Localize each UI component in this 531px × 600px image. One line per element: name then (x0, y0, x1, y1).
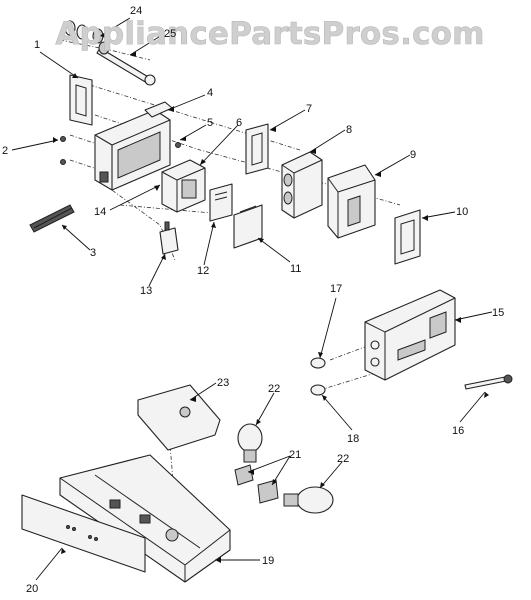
callout-7: 7 (306, 103, 312, 115)
part-23-shield (137, 384, 221, 451)
callout-1: 1 (34, 39, 40, 51)
part-19-tray (59, 454, 231, 583)
callout-25: 25 (164, 28, 176, 40)
part-18-knob (310, 384, 326, 396)
part-6-switch-housing (161, 159, 206, 213)
callout-2: 2 (2, 145, 8, 157)
part-20-front-cover (21, 494, 146, 573)
callout-20: 20 (26, 583, 38, 595)
callout-9: 9 (410, 149, 416, 161)
part-5-screw (175, 142, 181, 148)
callout-22-lower: 22 (337, 453, 349, 465)
callout-21: 21 (289, 449, 301, 461)
callout-12: 12 (197, 265, 209, 277)
part-22-bulb-upper (237, 423, 263, 463)
callout-5: 5 (207, 117, 213, 129)
part-22-bulb-lower (283, 486, 334, 514)
watermark-text: AppliancePartsPros.com (55, 16, 484, 52)
part-12-board (209, 183, 233, 222)
callout-18: 18 (347, 433, 359, 445)
callout-numbers: 1 2 3 4 5 6 7 8 9 10 11 12 13 14 15 16 1… (2, 5, 504, 595)
callout-16: 16 (452, 425, 464, 437)
part-16-screw (464, 374, 513, 390)
callout-14: 14 (94, 206, 106, 218)
part-4-housing (94, 101, 173, 191)
callout-19: 19 (262, 555, 274, 567)
callout-13: 13 (140, 285, 152, 297)
callout-3: 3 (90, 247, 96, 259)
part-10-gasket (394, 209, 421, 265)
part-7-frame (245, 123, 269, 175)
part-24-spacer (64, 20, 104, 44)
part-8-actuator (281, 151, 323, 219)
callout-8: 8 (346, 124, 352, 136)
part-2-screws (60, 136, 66, 165)
callout-23: 23 (217, 377, 229, 389)
callout-17: 17 (330, 283, 342, 295)
callout-24: 24 (130, 5, 142, 17)
part-25-shaft (96, 41, 156, 86)
part-13-switch (159, 221, 179, 255)
callout-15: 15 (492, 307, 504, 319)
callout-4: 4 (207, 87, 213, 99)
part-11-bracket (233, 204, 263, 249)
part-17-knob (310, 357, 326, 369)
part-15-panel (364, 289, 456, 381)
part-1-plate (69, 74, 93, 126)
part-9-cover (327, 164, 376, 239)
part-21-sockets (234, 464, 279, 504)
callout-22-upper: 22 (268, 383, 280, 395)
callout-11: 11 (290, 263, 301, 275)
part-3-heater (29, 204, 75, 233)
leader-lines (11, 17, 493, 581)
callout-10: 10 (456, 206, 468, 218)
callout-6: 6 (236, 117, 242, 129)
